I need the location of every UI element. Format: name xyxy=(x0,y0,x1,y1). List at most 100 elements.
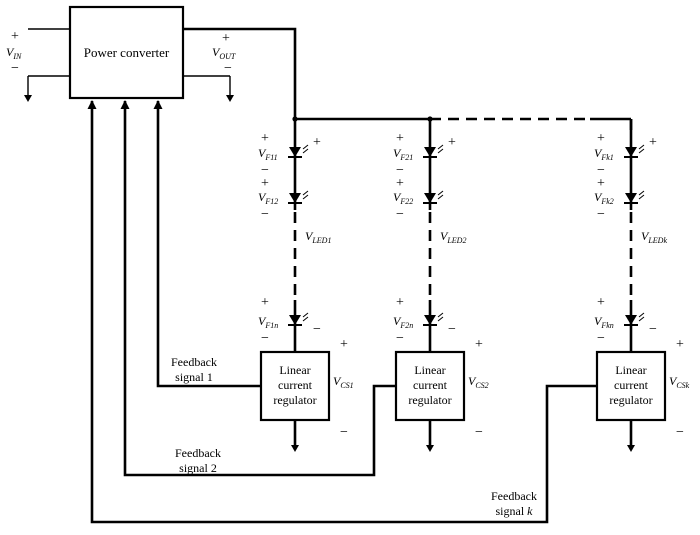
vcs-label: VCS2 xyxy=(468,374,489,390)
feedback-wire-2 xyxy=(120,100,396,477)
vf-second-label: VFk2 xyxy=(594,190,614,206)
regulator-line2: current xyxy=(278,378,313,392)
regulator-box xyxy=(394,350,466,422)
regulator-ground-icon xyxy=(627,445,635,452)
output-bus xyxy=(183,27,633,130)
led-string-1: +VF11−+VF12−+VF1n−+VLED1−Linearcurrentre… xyxy=(258,119,354,452)
vf-second-minus: − xyxy=(396,207,404,222)
led-3-2 xyxy=(624,190,645,204)
regulator-ground-icon xyxy=(426,445,434,452)
feedback-wire-1 xyxy=(153,100,261,388)
vcs-minus: − xyxy=(676,425,684,440)
vled-label: VLED1 xyxy=(305,229,331,245)
feedback-1-line2: signal 1 xyxy=(175,370,213,384)
vled-plus: + xyxy=(313,135,321,150)
regulator-line3: regulator xyxy=(408,393,451,407)
vf-bottom-minus: − xyxy=(597,331,605,346)
feedback-k-line1: Feedback xyxy=(491,489,537,503)
vled-minus: − xyxy=(649,322,657,337)
vf-bottom-minus: − xyxy=(396,331,404,346)
vled-plus: + xyxy=(649,135,657,150)
vf-bottom-plus: + xyxy=(261,295,269,310)
vout-label: VOUT xyxy=(212,45,236,61)
vin-label: VIN xyxy=(6,45,22,61)
vcs-plus: + xyxy=(475,337,483,352)
vf-top-minus: − xyxy=(597,163,605,178)
vf-second-plus: + xyxy=(261,176,269,191)
vf-top-minus: − xyxy=(396,163,404,178)
vout-minus: − xyxy=(224,61,232,76)
vf-bottom-label: VF2n xyxy=(393,314,413,330)
vled-label: VLEDk xyxy=(641,229,667,245)
vcs-label: VCSk xyxy=(669,374,690,390)
vcs-plus: + xyxy=(676,337,684,352)
regulator-line1: Linear xyxy=(615,363,646,377)
led-string-2: +VF21−+VF22−+VF2n−+VLED2−Linearcurrentre… xyxy=(393,119,489,452)
led-1-n xyxy=(288,312,309,326)
led-1-2 xyxy=(288,190,309,204)
feedback-wires xyxy=(87,100,598,524)
vf-top-plus: + xyxy=(597,131,605,146)
vf-bottom-plus: + xyxy=(396,295,404,310)
vout-output: + VOUT − xyxy=(183,31,236,102)
regulator-line2: current xyxy=(413,378,448,392)
led-string-3: +VFk1−+VFk2−+VFkn−+VLEDk−Linearcurrentre… xyxy=(594,119,690,452)
vin-plus: + xyxy=(11,29,19,44)
feedback-k-line2: signal k xyxy=(496,504,534,518)
vin-minus: − xyxy=(11,61,19,76)
vout-plus: + xyxy=(222,31,230,46)
vf-second-label: VF12 xyxy=(258,190,278,206)
led-3-1 xyxy=(624,144,645,158)
vcs-minus: − xyxy=(475,425,483,440)
regulator-line1: Linear xyxy=(279,363,310,377)
input-ground-icon xyxy=(24,95,32,102)
regulator-line3: regulator xyxy=(609,393,652,407)
feedback-2-line2: signal 2 xyxy=(179,461,217,475)
vf-top-plus: + xyxy=(261,131,269,146)
led-1-1 xyxy=(288,144,309,158)
vf-bottom-minus: − xyxy=(261,331,269,346)
regulator-line1: Linear xyxy=(414,363,445,377)
regulator-line2: current xyxy=(614,378,649,392)
led-2-2 xyxy=(423,190,444,204)
led-strings: +VF11−+VF12−+VF1n−+VLED1−Linearcurrentre… xyxy=(258,119,690,452)
vf-bottom-plus: + xyxy=(597,295,605,310)
regulator-ground-icon xyxy=(291,445,299,452)
feedback-wire-k xyxy=(87,100,598,524)
vled-plus: + xyxy=(448,135,456,150)
regulator-box xyxy=(595,350,667,422)
vf-second-minus: − xyxy=(261,207,269,222)
vf-top-label: VFk1 xyxy=(594,146,614,162)
vf-second-label: VF22 xyxy=(393,190,413,206)
output-ground-icon xyxy=(226,95,234,102)
vin-input: + VIN − xyxy=(6,28,70,102)
vf-bottom-label: VFkn xyxy=(594,314,614,330)
vf-top-label: VF11 xyxy=(258,146,278,162)
vcs-label: VCS1 xyxy=(333,374,354,390)
feedback-1-line1: Feedback xyxy=(171,355,217,369)
vled-minus: − xyxy=(313,322,321,337)
vf-top-label: VF21 xyxy=(393,146,413,162)
bus-wire-main xyxy=(183,27,430,121)
vf-second-minus: − xyxy=(597,207,605,222)
vf-second-plus: + xyxy=(396,176,404,191)
vf-top-plus: + xyxy=(396,131,404,146)
vled-minus: − xyxy=(448,322,456,337)
feedback-2-line1: Feedback xyxy=(175,446,221,460)
power-converter-box xyxy=(68,5,185,100)
feedback-labels: Feedback signal 1 Feedback signal 2 Feed… xyxy=(171,355,537,518)
power-converter: Power converter xyxy=(68,5,185,100)
vf-second-plus: + xyxy=(597,176,605,191)
vcs-minus: − xyxy=(340,425,348,440)
led-3-n xyxy=(624,312,645,326)
vf-bottom-label: VF1n xyxy=(258,314,278,330)
regulator-line3: regulator xyxy=(273,393,316,407)
led-2-1 xyxy=(423,144,444,158)
power-converter-label: Power converter xyxy=(84,45,170,60)
led-2-n xyxy=(423,312,444,326)
vf-top-minus: − xyxy=(261,163,269,178)
